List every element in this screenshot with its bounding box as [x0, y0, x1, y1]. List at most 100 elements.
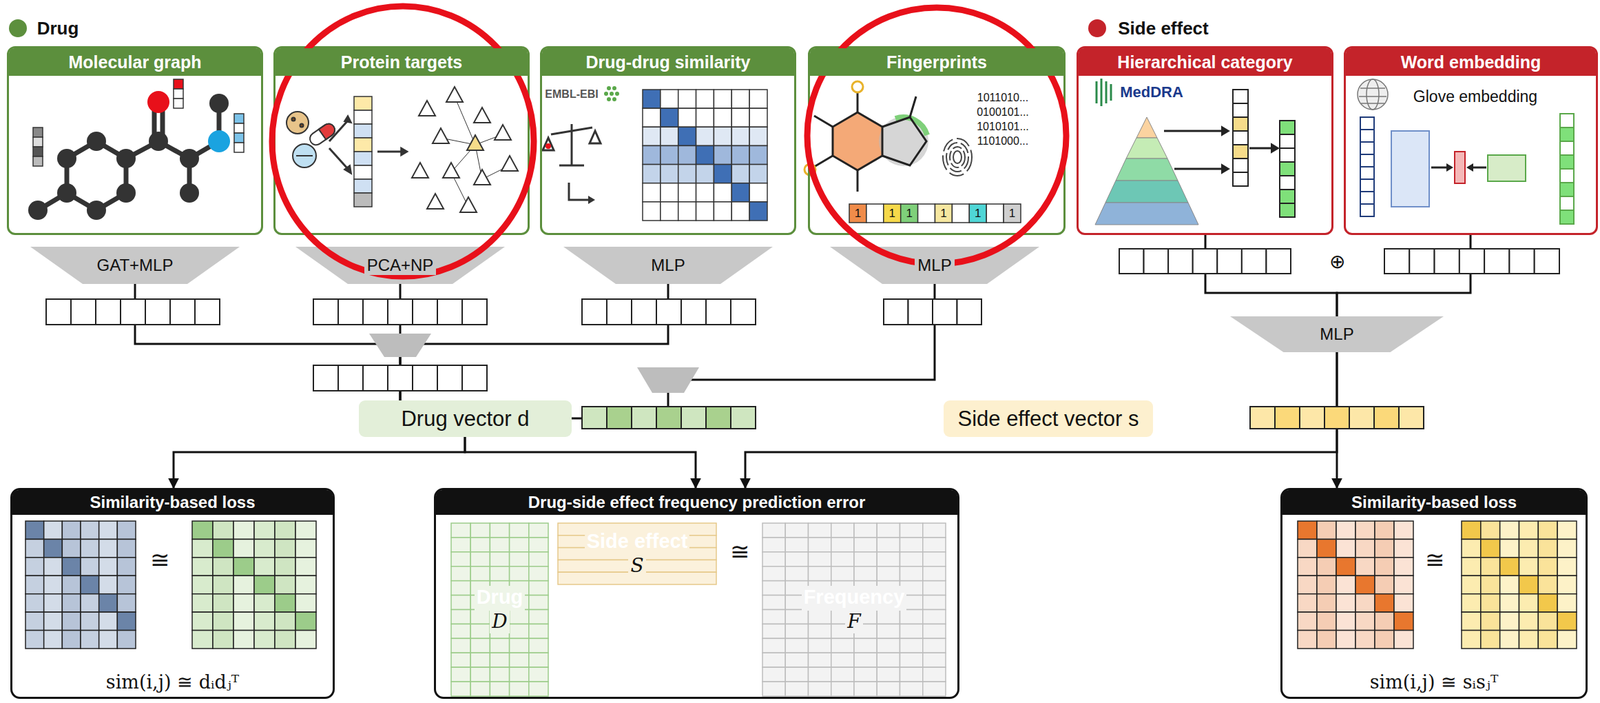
matrix-cell	[61, 593, 81, 612]
matrix-cell	[451, 566, 471, 581]
vector-cell	[656, 406, 682, 429]
target-vector	[354, 96, 372, 111]
matrix-cell	[1461, 538, 1481, 557]
balance-scale	[545, 143, 552, 149]
matrix-cell	[696, 108, 715, 127]
matrix-cell	[876, 522, 900, 538]
matrix-cell	[808, 566, 832, 581]
protein-network	[494, 124, 512, 140]
protein-network	[473, 169, 491, 185]
category-vectors	[1279, 175, 1295, 190]
vector-cell	[582, 298, 607, 325]
feature-bars	[173, 98, 184, 109]
similarity-matrix	[1297, 520, 1414, 649]
matrix-cell	[678, 89, 697, 109]
matrix-cell	[749, 201, 768, 221]
encoder-trapezoid: GAT+MLP	[30, 246, 240, 284]
matrix-cell	[233, 520, 255, 539]
protein-network	[411, 86, 518, 213]
embedding-net	[1360, 191, 1375, 204]
matrix-cell	[808, 652, 832, 667]
drug-icons	[300, 123, 304, 128]
caffeine-molecule	[814, 115, 833, 127]
matrix-cell	[1336, 557, 1356, 576]
matrix-cell	[1355, 557, 1375, 576]
node-title: Fingerprints	[809, 48, 1064, 76]
matrix-cell	[731, 183, 750, 202]
matrix-cell	[762, 666, 786, 682]
matrix-cell	[713, 164, 732, 184]
vector-cell	[462, 298, 487, 325]
matrix-cell	[274, 630, 296, 649]
fusion-trapezoid	[369, 333, 432, 357]
category-vectors	[1279, 203, 1295, 217]
matrix-cell	[509, 637, 529, 653]
matrix-cell	[254, 593, 275, 612]
matrix-cell	[900, 681, 923, 696]
feature-bars	[173, 88, 184, 99]
caffeine-molecule	[852, 81, 864, 93]
caffeine-molecule	[832, 112, 883, 171]
matrix-cell	[233, 611, 255, 630]
matrix-cell	[212, 520, 234, 539]
bit-value: 1	[854, 206, 861, 221]
fingerprint-icon	[949, 146, 965, 168]
matrix-cell	[212, 593, 234, 612]
vector-cell	[1217, 248, 1242, 274]
protein-network	[460, 196, 477, 213]
matrix-cell	[25, 593, 45, 612]
matrix-cell	[922, 681, 946, 696]
matrix-cell	[117, 557, 136, 576]
matrix-cell	[451, 681, 471, 696]
embedding-net	[1431, 166, 1448, 169]
matrix-cell	[876, 681, 900, 696]
matrix-cell	[785, 681, 808, 696]
side-effect-dot	[1088, 19, 1107, 38]
embedding-vector	[582, 298, 756, 325]
matrix-cell	[470, 666, 490, 682]
loss-box: Similarity-based losssim(i,j) ≅ sᵢsⱼᵀ	[1280, 487, 1588, 699]
category-vectors	[1279, 189, 1295, 204]
matrix-cell	[1394, 593, 1414, 612]
matrix-cell	[1374, 557, 1395, 576]
matrix-cell	[1557, 557, 1577, 576]
matrix-cell	[808, 551, 832, 567]
bit-string: 0100101...	[976, 106, 1030, 119]
matrix-cell	[274, 557, 296, 576]
vector-cell	[681, 298, 706, 325]
meddra-logo	[1105, 81, 1108, 104]
encoder-trapezoid: PCA+NP	[295, 246, 505, 284]
matrix-cell	[660, 201, 679, 221]
matrix-cell	[922, 595, 946, 610]
matrix-cell	[274, 593, 296, 612]
category-vectors	[1164, 130, 1224, 133]
matrix-cell	[117, 630, 136, 649]
matrix-cell	[528, 551, 549, 567]
matrix-cell	[808, 522, 832, 538]
matrix-cell	[900, 609, 923, 625]
fingerprint-icon	[946, 142, 969, 172]
drug-icons	[307, 121, 337, 148]
matrix-cell	[470, 609, 490, 625]
node-title: MLP	[1316, 324, 1357, 344]
matrix-cell	[808, 537, 832, 552]
vector-cell	[1434, 248, 1460, 274]
molecule-graph	[116, 183, 136, 203]
matrix-cell	[831, 666, 855, 682]
matrix-cell	[642, 108, 661, 127]
vector-cell	[95, 298, 121, 325]
category-vectors	[1249, 147, 1273, 150]
connector-line	[464, 436, 696, 488]
target-vector	[377, 150, 403, 153]
vector-cell	[46, 298, 71, 325]
vector-cell	[582, 406, 607, 429]
matrix-cell	[25, 575, 45, 594]
matrix-cell	[1297, 575, 1317, 594]
vector-cell	[1119, 248, 1145, 274]
matrix-cell	[808, 623, 832, 638]
matrix-cell	[274, 520, 296, 539]
node-formula: F	[845, 610, 863, 633]
matrix-cell	[1355, 593, 1375, 612]
matrix-cell	[274, 611, 296, 630]
protein-network	[442, 162, 460, 178]
